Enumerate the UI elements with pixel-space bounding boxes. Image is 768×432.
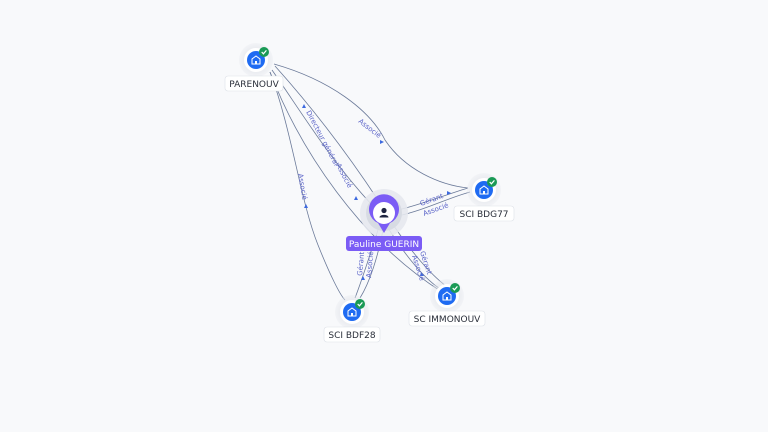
person-icon (379, 207, 389, 218)
building-icon (251, 55, 261, 65)
node-label: SCI BDG77 (459, 210, 508, 220)
person-label: Pauline GUERIN (349, 240, 419, 250)
node-label: PARENOUV (229, 80, 279, 90)
arrow-marker (304, 204, 308, 208)
edge-label: Associé (334, 162, 353, 189)
building-icon (442, 291, 452, 301)
arrow-marker (447, 191, 451, 195)
node-sc-immonouv[interactable]: SC IMMONOUV (408, 279, 486, 327)
node-label: SC IMMONOUV (414, 315, 482, 325)
arrow-marker (302, 104, 306, 108)
verified-check-icon (259, 47, 269, 57)
edge-arrows (302, 104, 451, 280)
building-icon (479, 185, 489, 195)
arrow-marker (354, 196, 358, 200)
edge-label: Associé (296, 173, 308, 200)
node-sci-bdf28[interactable]: SCI BDF28 (323, 295, 381, 343)
person-label-box (346, 236, 422, 251)
node-label: SCI BDF28 (328, 331, 376, 341)
building-icon (347, 307, 357, 317)
edge-label: Gérant (356, 251, 366, 276)
arrow-marker (361, 276, 365, 280)
arrow-marker (380, 140, 384, 144)
arrow-marker (420, 272, 424, 276)
edge-label: Associé (365, 251, 375, 278)
edge-label: Associé (357, 117, 383, 140)
edge-parenouv-bdg77[interactable] (273, 63, 469, 189)
edge-parenouv-immonouv[interactable] (269, 71, 443, 293)
edge-parenouv-pauline-assoc[interactable] (274, 65, 379, 201)
verified-check-icon (355, 299, 365, 309)
node-sci-bdg77[interactable]: SCI BDG77 (453, 173, 515, 222)
node-label-box (453, 205, 515, 222)
node-parenouv[interactable]: PARENOUV (224, 43, 284, 92)
node-pauline-guerin[interactable]: Pauline GUERIN (346, 189, 422, 251)
verified-check-icon (487, 177, 497, 187)
node-label-box (224, 75, 284, 92)
edge-parenouv-bdf28[interactable] (269, 71, 346, 301)
verified-check-icon (450, 283, 460, 293)
node-label-box (323, 326, 381, 343)
node-label-box (408, 310, 486, 327)
